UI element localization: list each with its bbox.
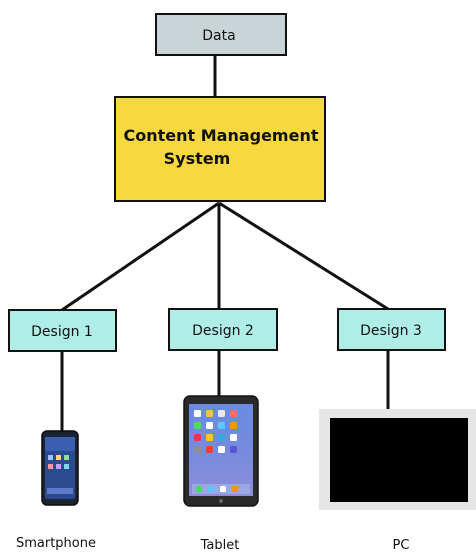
data-label: Data — [202, 28, 235, 44]
design2-node: Design 2 — [168, 308, 278, 351]
design2-label: Design 2 — [192, 323, 254, 339]
design1-node: Design 1 — [8, 309, 117, 352]
cms-box — [114, 96, 326, 202]
data-node: Data — [155, 13, 287, 56]
smartphone-label: Smartphone — [16, 536, 96, 551]
connectors — [60, 55, 390, 431]
pc-label: PC — [393, 538, 410, 552]
design3-label: Design 3 — [360, 323, 422, 339]
connector-cms-design3 — [218, 201, 389, 311]
tablet-app-grid — [192, 410, 250, 494]
cms-label-line1: Content Management — [123, 126, 318, 145]
cms-label-line2: System — [164, 149, 231, 168]
connector-cms-design1 — [61, 201, 220, 312]
tablet-label: Tablet — [200, 538, 240, 552]
cms-node: Content Management System — [114, 96, 326, 202]
data-box — [155, 13, 287, 56]
smartphone-icon — [41, 430, 79, 506]
pc-icon — [319, 409, 476, 510]
design1-label: Design 1 — [31, 324, 93, 340]
design1-box — [8, 309, 117, 352]
tablet-icon — [183, 395, 259, 507]
design2-box — [168, 308, 278, 351]
design3-box — [337, 308, 446, 351]
design3-node: Design 3 — [337, 308, 446, 351]
